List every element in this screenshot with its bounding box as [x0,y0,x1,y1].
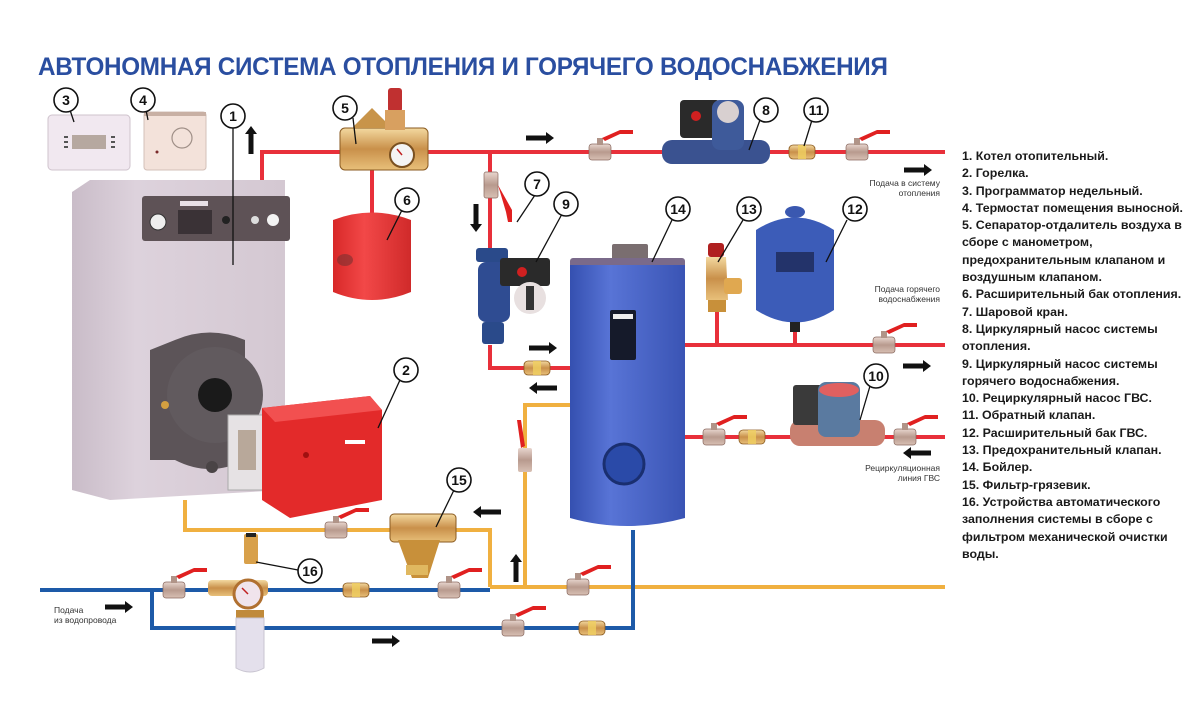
callout-10: 10 [863,363,889,389]
callout-8: 8 [753,97,779,123]
legend-item: 16. Устройства автоматического заполнени… [962,494,1168,561]
svg-text:11: 11 [809,102,824,118]
svg-text:7: 7 [533,176,541,192]
cold-water-pipes [40,530,635,630]
legend-item: 13. Предохранительный клапан. [962,443,1162,458]
burner [227,396,382,518]
svg-text:8: 8 [762,102,770,118]
svg-text:4: 4 [139,92,147,108]
water-heater-boiler [570,244,685,526]
legend-item: 15. Фильтр-грязевик. [962,477,1091,492]
svg-text:14: 14 [670,201,686,217]
callout-16: 16 [297,558,323,584]
svg-text:6: 6 [403,192,411,208]
svg-text:2: 2 [402,362,410,378]
legend-item: 11. Обратный клапан. [962,408,1096,423]
arrow-left-icon [903,447,931,459]
arrow-left-icon [473,506,501,518]
legend-item: 9. Циркулярный насос системы горячего во… [962,356,1158,388]
weekly-programmer [47,114,131,171]
ball-valves [162,129,939,637]
diagram-title: АВТОНОМНАЯ СИСТЕМА ОТОПЛЕНИЯ И ГОРЯЧЕГО … [38,53,888,81]
legend-item: 8. Циркулярный насос системы отопления. [962,321,1158,354]
svg-text:13: 13 [741,201,757,217]
legend-item: 14. Бойлер. [962,460,1033,475]
arrow-right-icon [903,360,931,372]
air-separator-assembly [339,88,429,171]
callout-2: 2 [393,357,419,383]
legend-item: 2. Горелка. [962,166,1029,181]
legend-item: 5. Сепаратор-отдалитель воздуха в сборе … [962,218,1182,285]
arrow-up-icon [245,126,257,154]
room-thermostat [143,111,207,171]
legend-item: 10. Рециркулярный насос ГВС. [962,391,1152,406]
callout-12: 12 [842,196,868,222]
safety-valve [706,243,742,312]
legend-item: 6. Расширительный бак отопления. [962,287,1182,302]
callouts: 1 2 3 4 5 6 7 9 8 11 14 13 12 10 15 16 [53,87,889,584]
svg-text:16: 16 [302,563,318,579]
dhw-supply-label: Подача горячего водоснабжения [874,284,940,304]
arrow-down-icon [470,204,482,232]
svg-text:10: 10 [868,368,884,384]
callout-14: 14 [665,196,691,222]
dhw-expansion-tank [756,206,834,332]
legend-item: 7. Шаровой кран. [962,304,1068,319]
svg-text:9: 9 [562,196,570,212]
dhw-recirculation-pump [790,382,885,446]
svg-text:1: 1 [229,108,237,124]
svg-text:12: 12 [847,201,863,217]
heating-circulation-pump [662,100,770,164]
arrow-right-icon [372,635,400,647]
callout-7: 7 [524,171,550,197]
callout-leaders [69,109,871,571]
legend-item: 12. Расширительный бак ГВС. [962,425,1148,440]
heating-supply-label: Подача в систему отопления [869,178,940,198]
callout-3: 3 [53,87,79,113]
callout-11: 11 [803,97,829,123]
arrow-right-icon [529,342,557,354]
callout-13: 13 [736,196,762,222]
arrow-right-icon [904,164,932,176]
svg-text:3: 3 [62,92,70,108]
water-inlet-label: Подача из водопровода [54,605,117,625]
dirt-filter [389,513,457,578]
arrow-up-icon [510,554,522,582]
callout-1: 1 [220,103,246,129]
recirculation-label: Рециркуляционная линия ГВС [865,463,940,483]
callout-9: 9 [553,191,579,217]
legend-item: 3. Программатор недельный. [962,183,1143,198]
arrow-right-icon [526,132,554,144]
arrow-left-icon [529,382,557,394]
legend-item: 4. Термостат помещения выносной. [962,200,1183,215]
ball-valve-vertical [483,171,512,222]
callout-5: 5 [332,95,358,121]
heating-expansion-tank [333,212,411,300]
callout-6: 6 [394,187,420,213]
svg-text:5: 5 [341,100,349,116]
callout-4: 4 [130,87,156,113]
callout-15: 15 [446,467,472,493]
legend-item: 1. Котел отопительный. [962,149,1109,163]
component-legend: 1. Котел отопительный. 2. Горелка. 3. Пр… [962,148,1198,563]
dhw-circulation-pump [476,248,550,344]
auto-fill-assembly [208,533,268,673]
svg-text:15: 15 [451,472,467,488]
